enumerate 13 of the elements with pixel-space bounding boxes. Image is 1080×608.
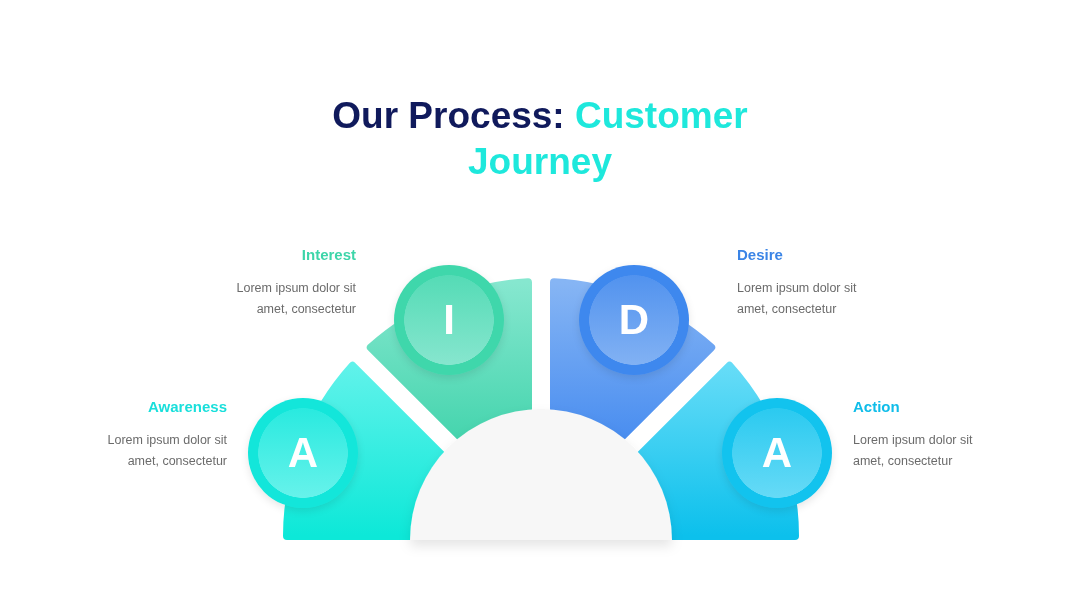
step-description: Lorem ipsum dolor sit amet, consectetur (106, 432, 227, 470)
title: Our Process: Customer Journey (331, 94, 749, 184)
step-letter: A (761, 432, 793, 474)
step-heading: Action (853, 398, 900, 416)
step-heading: Desire (737, 246, 783, 264)
step-heading: Interest (301, 246, 356, 264)
step-heading: Awareness (148, 398, 227, 416)
step-letter: I (443, 299, 455, 341)
step-description: Lorem ipsum dolor sit amet, consectetur (737, 280, 858, 318)
step-letter: A (287, 432, 319, 474)
step-description: Lorem ipsum dolor sit amet, consectetur (853, 432, 974, 470)
step-letter: D (618, 299, 650, 341)
step-description: Lorem ipsum dolor sit amet, consectetur (235, 280, 356, 318)
